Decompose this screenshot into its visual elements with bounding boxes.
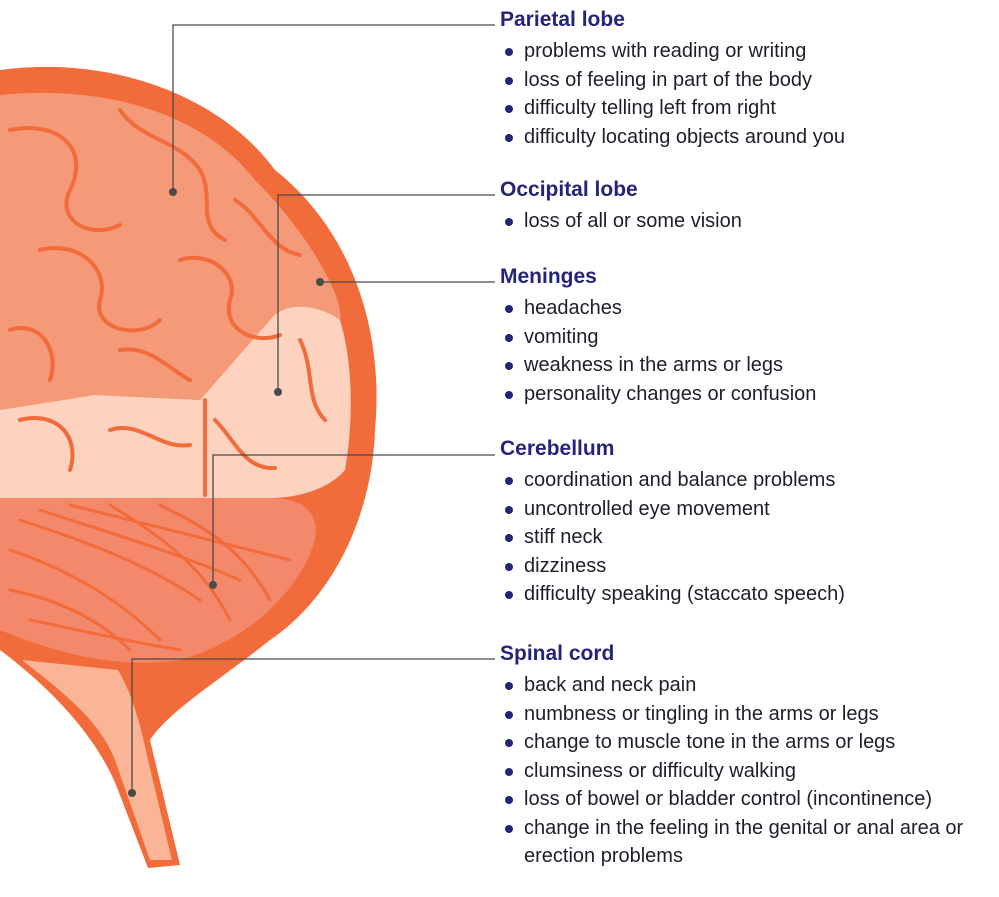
list-item: personality changes or confusion [500,380,816,409]
list-item: change to muscle tone in the arms or leg… [500,728,995,757]
list-item: difficulty telling left from right [500,94,845,123]
list-item: weakness in the arms or legs [500,351,816,380]
section-occipital-lobe: Occipital lobe loss of all or some visio… [500,177,742,236]
section-spinal-cord: Spinal cord back and neck pain numbness … [500,641,995,871]
leader-dot-cerebellum [209,581,217,589]
leader-dot-spinal-cord [128,789,136,797]
list-item: difficulty speaking (staccato speech) [500,580,845,609]
section-cerebellum: Cerebellum coordination and balance prob… [500,436,845,609]
leader-dot-meninges [316,278,324,286]
list-item: loss of bowel or bladder control (incont… [500,785,995,814]
symptom-list: headaches vomiting weakness in the arms … [500,294,816,408]
list-item: loss of all or some vision [500,207,742,236]
list-item: uncontrolled eye movement [500,495,845,524]
leader-dot-parietal [169,188,177,196]
symptom-list: coordination and balance problems uncont… [500,466,845,609]
list-item: coordination and balance problems [500,466,845,495]
list-item: headaches [500,294,816,323]
list-item: dizziness [500,552,845,581]
list-item: numbness or tingling in the arms or legs [500,700,995,729]
section-heading: Occipital lobe [500,177,742,203]
symptom-list: loss of all or some vision [500,207,742,236]
section-heading: Spinal cord [500,641,995,667]
leader-dot-occipital [274,388,282,396]
list-item: loss of feeling in part of the body [500,66,845,95]
symptom-list: back and neck pain numbness or tingling … [500,671,995,871]
list-item: difficulty locating objects around you [500,123,845,152]
section-heading: Cerebellum [500,436,845,462]
section-heading: Parietal lobe [500,7,845,33]
section-heading: Meninges [500,264,816,290]
list-item: vomiting [500,323,816,352]
list-item: problems with reading or writing [500,37,845,66]
section-meninges: Meninges headaches vomiting weakness in … [500,264,816,408]
symptom-list: problems with reading or writing loss of… [500,37,845,151]
list-item: change in the feeling in the genital or … [500,814,964,871]
list-item: clumsiness or difficulty walking [500,757,995,786]
list-item: stiff neck [500,523,845,552]
list-item: back and neck pain [500,671,995,700]
section-parietal-lobe: Parietal lobe problems with reading or w… [500,7,845,151]
